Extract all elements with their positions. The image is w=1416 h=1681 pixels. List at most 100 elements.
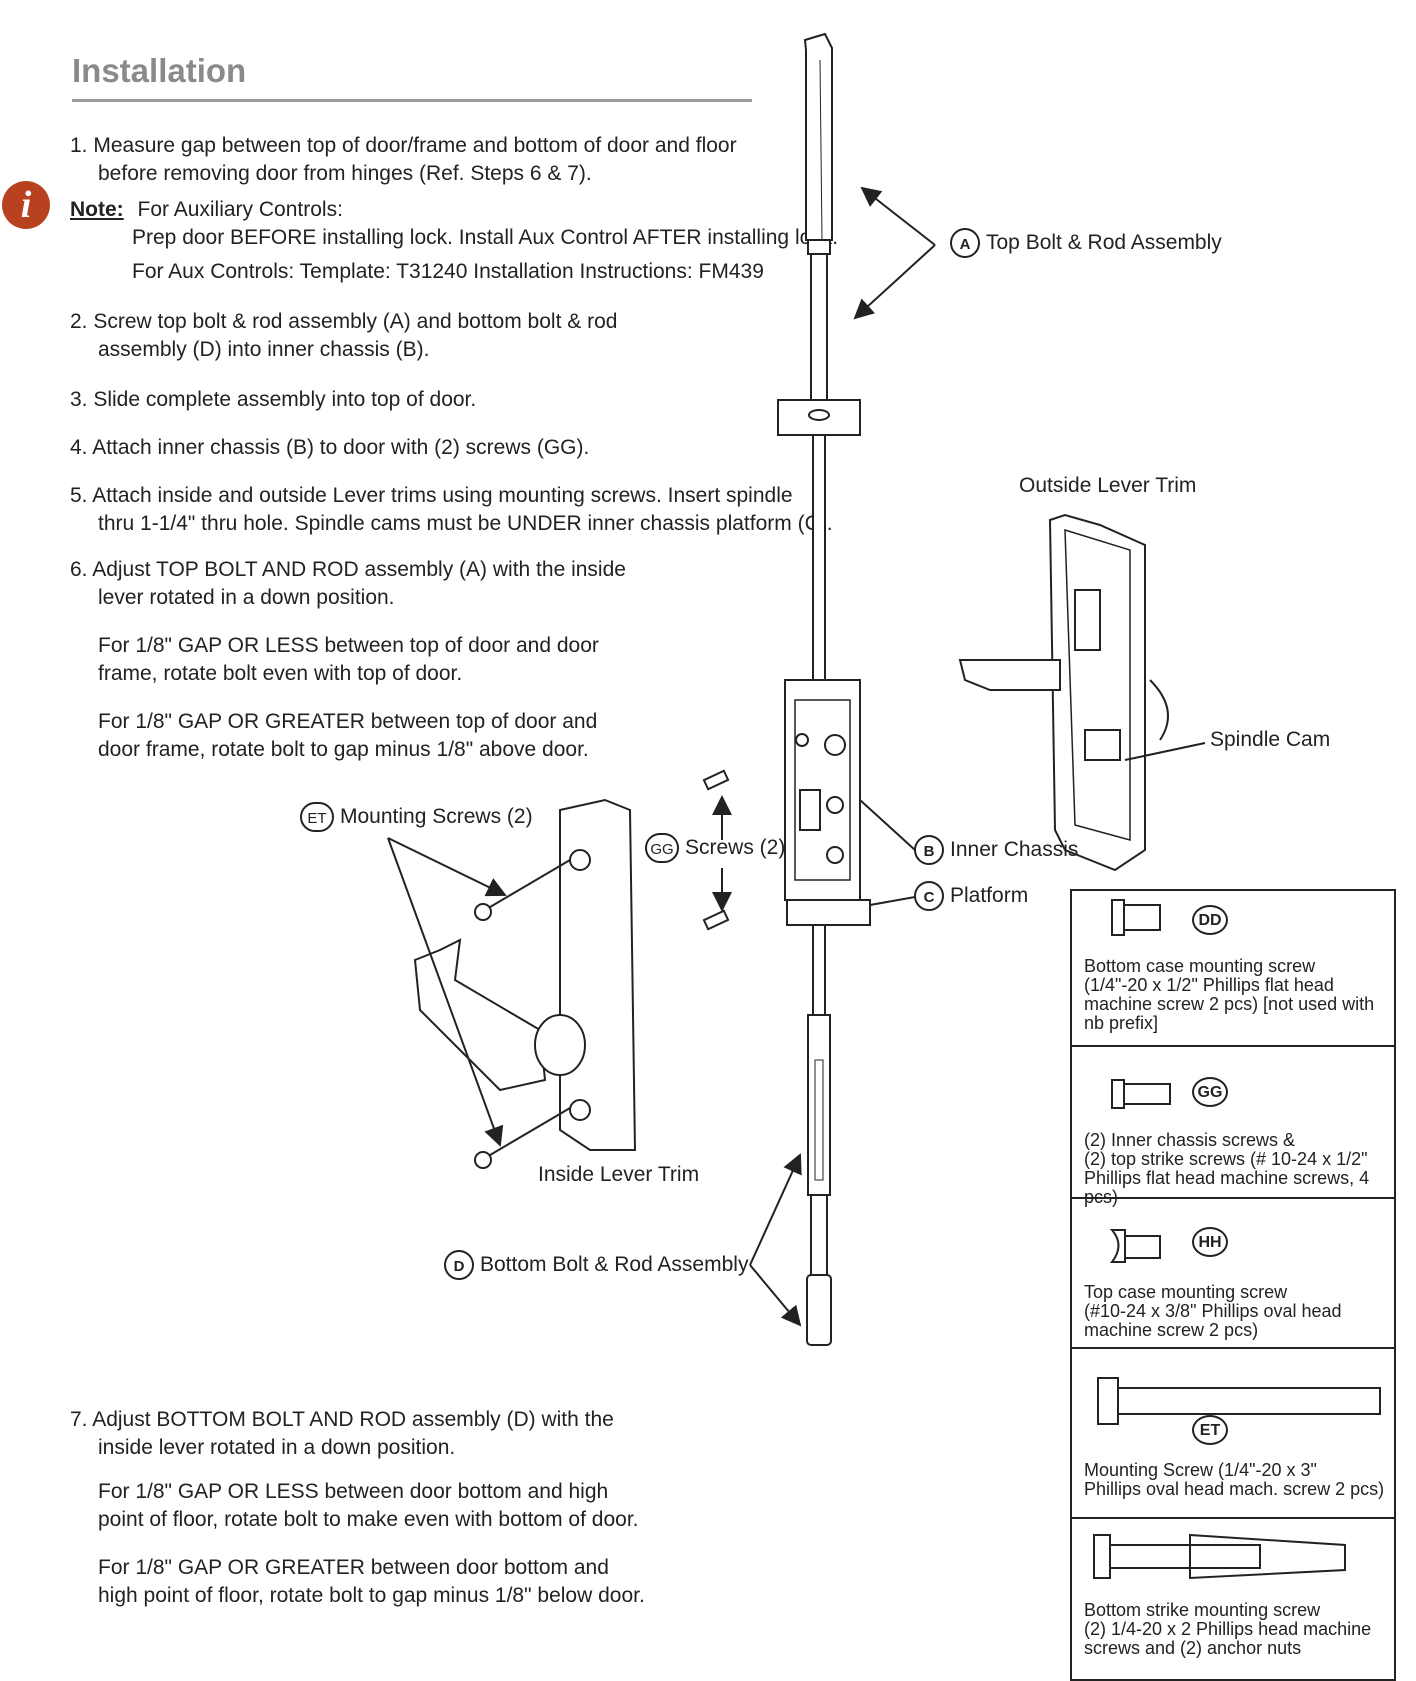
step-6: 6. Adjust TOP BOLT AND ROD assembly (A) …: [70, 556, 626, 612]
part-hh-line-3: machine screw 2 pcs): [1084, 1320, 1259, 1340]
middle-rod: [812, 434, 826, 686]
step-4: 4. Attach inner chassis (B) to door with…: [70, 436, 590, 459]
callout-et-label: Mounting Screws (2): [340, 805, 533, 828]
part-hh-line-1: Top case mounting screw: [1084, 1282, 1288, 1302]
callout-a-label: Top Bolt & Rod Assembly: [986, 231, 1222, 254]
part-dd-line-1: Bottom case mounting screw: [1084, 956, 1316, 976]
step-5-line-2: thru 1-1/4" thru hole. Spindle cams must…: [98, 512, 833, 535]
step-6-less-line-2: frame, rotate bolt even with top of door…: [98, 662, 463, 685]
step-7-less-line-2: point of floor, rotate bolt to make even…: [98, 1508, 639, 1531]
step-6-less-line-1: For 1/8" GAP OR LESS between top of door…: [98, 634, 599, 657]
step-6-greater-line-2: door frame, rotate bolt to gap minus 1/8…: [98, 738, 589, 761]
part-et: ET Mounting Screw (1/4"-20 x 3" Phillips…: [1072, 1349, 1394, 1519]
top-bolt: [803, 32, 833, 241]
step-7-greater: For 1/8" GAP OR GREATER between door bot…: [98, 1554, 645, 1610]
inside-trim-label: Inside Lever Trim: [538, 1163, 700, 1186]
note-line-1: For Auxiliary Controls:: [137, 198, 343, 221]
callout-a: A Top Bolt & Rod Assembly: [950, 228, 1222, 258]
spindle-cam-label: Spindle Cam: [1210, 728, 1331, 751]
part-strike-line-3: screws and (2) anchor nuts: [1084, 1638, 1302, 1658]
part-et-tag: ET: [1192, 1415, 1228, 1445]
inside-trim: [559, 798, 637, 1151]
callout-b: B Inner Chassis: [914, 835, 1078, 865]
part-strike-line-2: (2) 1/4-20 x 2 Phillips head machine: [1084, 1619, 1372, 1639]
callout-c: C Platform: [914, 881, 1028, 911]
callout-et: ET Mounting Screws (2): [300, 802, 533, 832]
callout-d-tag: D: [444, 1250, 474, 1280]
part-dd-line-3: machine screw 2 pcs) [not used with: [1084, 994, 1375, 1014]
dd-screw-drawing: [1111, 899, 1161, 936]
step-7-less: For 1/8" GAP OR LESS between door bottom…: [98, 1478, 638, 1534]
hh-screw-drawing: [1109, 1229, 1161, 1263]
top-plate: [777, 399, 861, 436]
inner-chassis: [784, 679, 861, 901]
part-strike: Bottom strike mounting screw (2) 1/4-20 …: [1072, 1519, 1394, 1679]
part-dd-line-4: nb prefix]: [1084, 1013, 1159, 1033]
step-6-less: For 1/8" GAP OR LESS between top of door…: [98, 632, 599, 688]
callout-et-tag: ET: [300, 802, 334, 832]
callout-a-tag: A: [950, 228, 980, 258]
strike-screw-drawing: [1093, 1533, 1346, 1580]
part-et-line-2: Phillips oval head mach. screw 2 pcs): [1084, 1479, 1385, 1499]
top-rod: [810, 253, 828, 415]
step-2: 2. Screw top bolt & rod assembly (A) and…: [70, 308, 617, 364]
callout-b-tag: B: [914, 835, 944, 865]
info-icon: i: [2, 181, 50, 229]
step-5: 5. Attach inside and outside Lever trims…: [70, 482, 833, 538]
note-line-3: For Aux Controls: Template: T31240 Insta…: [132, 260, 764, 283]
callout-gg: GG Screws (2): [645, 833, 785, 863]
step-6-greater: For 1/8" GAP OR GREATER between top of d…: [98, 708, 597, 764]
step-7: 7. Adjust BOTTOM BOLT AND ROD assembly (…: [70, 1406, 614, 1462]
part-dd: DD Bottom case mounting screw (1/4"-20 x…: [1072, 891, 1394, 1047]
part-hh: HH Top case mounting screw (#10-24 x 3/8…: [1072, 1199, 1394, 1349]
part-gg: GG (2) Inner chassis screws & (2) top st…: [1072, 1047, 1394, 1207]
part-strike-line-1: Bottom strike mounting screw: [1084, 1600, 1321, 1620]
callout-c-tag: C: [914, 881, 944, 911]
outside-trim-label: Outside Lever Trim: [1019, 474, 1197, 497]
callout-b-label: Inner Chassis: [950, 838, 1079, 861]
callout-c-label: Platform: [950, 884, 1029, 907]
part-hh-tag: HH: [1192, 1227, 1228, 1257]
gg-screw-drawing: [1111, 1079, 1171, 1109]
step-6-greater-line-1: For 1/8" GAP OR GREATER between top of d…: [98, 710, 598, 733]
part-dd-tag: DD: [1192, 905, 1228, 935]
step-1-line-1: 1. Measure gap between top of door/frame…: [70, 134, 737, 157]
step-7-less-line-1: For 1/8" GAP OR LESS between door bottom…: [98, 1480, 609, 1503]
et-screw-drawing: [1097, 1377, 1381, 1425]
part-et-line-1: Mounting Screw (1/4"-20 x 3": [1084, 1460, 1317, 1480]
callout-gg-tag: GG: [645, 833, 679, 863]
step-6-line-2: lever rotated in a down position.: [98, 586, 395, 609]
step-7-line-1: 7. Adjust BOTTOM BOLT AND ROD assembly (…: [70, 1408, 614, 1431]
lower-rod: [812, 924, 826, 1016]
note-block: Note: For Auxiliary Controls:: [70, 196, 343, 224]
step-1-line-2: before removing door from hinges (Ref. S…: [98, 162, 592, 185]
outside-lever: [958, 659, 1061, 691]
part-gg-line-3: Phillips flat head machine screws, 4 pcs…: [1084, 1168, 1370, 1207]
step-6-line-1: 6. Adjust TOP BOLT AND ROD assembly (A) …: [70, 558, 626, 581]
inside-lever: [413, 938, 547, 1092]
note-label: Note:: [70, 198, 124, 221]
title-divider: [72, 99, 752, 102]
callout-gg-label: Screws (2): [685, 836, 786, 859]
platform: [786, 899, 871, 926]
part-gg-tag: GG: [1192, 1077, 1228, 1107]
part-dd-line-2: (1/4"-20 x 1/2" Phillips flat head: [1084, 975, 1334, 995]
part-gg-line-2: (2) top strike screws (# 10-24 x 1/2": [1084, 1149, 1368, 1169]
step-7-line-2: inside lever rotated in a down position.: [98, 1436, 456, 1459]
parts-table: DD Bottom case mounting screw (1/4"-20 x…: [1070, 889, 1396, 1681]
page-title: Installation: [72, 52, 247, 89]
step-3: 3. Slide complete assembly into top of d…: [70, 388, 477, 411]
note-line-2: Prep door BEFORE installing lock. Instal…: [132, 226, 839, 249]
step-1: 1. Measure gap between top of door/frame…: [70, 132, 737, 188]
step-7-greater-line-2: high point of floor, rotate bolt to gap …: [98, 1584, 645, 1607]
step-7-greater-line-1: For 1/8" GAP OR GREATER between door bot…: [98, 1556, 609, 1579]
step-5-line-1: 5. Attach inside and outside Lever trims…: [70, 484, 793, 507]
bottom-bolt: [807, 1014, 831, 1196]
part-gg-line-1: (2) Inner chassis screws &: [1084, 1130, 1296, 1150]
part-hh-line-2: (#10-24 x 3/8" Phillips oval head: [1084, 1301, 1342, 1321]
callout-d-label: Bottom Bolt & Rod Assembly: [480, 1253, 749, 1276]
step-2-line-1: 2. Screw top bolt & rod assembly (A) and…: [70, 310, 618, 333]
step-2-line-2: assembly (D) into inner chassis (B).: [98, 338, 430, 361]
callout-d: D Bottom Bolt & Rod Assembly: [444, 1250, 748, 1280]
